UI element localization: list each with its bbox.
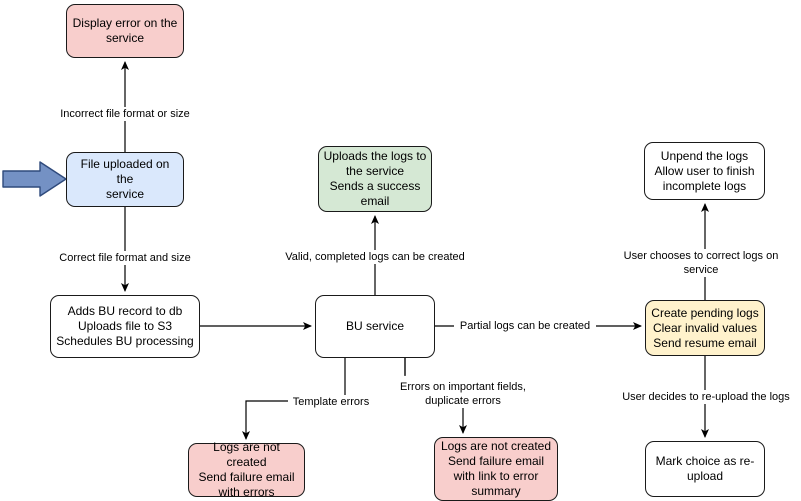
node-uploads-logs-success[interactable]: Uploads the logs to the service Sends a …	[318, 146, 432, 212]
node-logs-not-created-with-errors[interactable]: Logs are not created Send failure email …	[188, 440, 305, 499]
node-create-pending-logs[interactable]: Create pending logs Clear invalid values…	[645, 300, 765, 356]
node-bu-service[interactable]: BU service	[315, 295, 435, 358]
edge-label-partial-logs: Partial logs can be created	[454, 319, 596, 333]
edge-label-errors-important-fields: Errors on important fields, duplicate er…	[392, 380, 534, 408]
node-adds-bu-record[interactable]: Adds BU record to db Uploads file to S3 …	[50, 295, 200, 358]
edge-label-valid-completed-logs: Valid, completed logs can be created	[278, 250, 472, 264]
node-display-error[interactable]: Display error on the service	[66, 4, 184, 58]
edge-label-correct-file-format: Correct file format and size	[50, 251, 200, 265]
node-mark-choice-as-reupload[interactable]: Mark choice as re- upload	[645, 441, 765, 497]
node-logs-not-created-error-summary[interactable]: Logs are not created Send failure email …	[434, 437, 558, 501]
node-unpend-the-logs[interactable]: Unpend the logs Allow user to finish inc…	[644, 142, 765, 200]
edge-label-template-errors: Template errors	[288, 395, 374, 409]
edge-label-user-corrects-logs: User chooses to correct logs on service	[603, 249, 799, 277]
edge-label-user-reuploads: User decides to re-upload the logs	[617, 390, 795, 404]
node-file-uploaded-on-service[interactable]: File uploaded on the service	[66, 152, 184, 207]
edge-label-incorrect-file-format: Incorrect file format or size	[48, 107, 202, 121]
